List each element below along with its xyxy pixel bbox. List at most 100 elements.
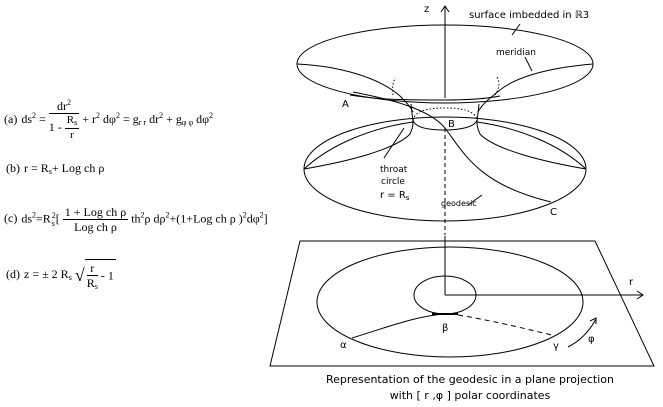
- upper-meridian-right: [477, 63, 594, 113]
- throat-side-right: [476, 103, 480, 123]
- term: ρ dρ: [144, 211, 166, 226]
- meridian-pointer: [524, 56, 533, 72]
- caption-line-2: with [ r ,φ ] polar coordinates: [389, 389, 551, 402]
- projected-geodesic-dashed: [457, 314, 553, 336]
- exp: 2: [32, 210, 36, 220]
- phi-arrow: [567, 318, 597, 348]
- point-b-label: B: [448, 119, 455, 130]
- exp: 2: [242, 210, 247, 220]
- phi-arrowhead: [589, 317, 597, 324]
- throat-pointer: [383, 127, 405, 159]
- term: + r: [82, 111, 97, 126]
- eq-c-tag: (c): [4, 211, 18, 226]
- phi-label: φ: [588, 334, 595, 345]
- sub: s: [94, 282, 98, 291]
- den-pre: 1 -: [48, 119, 62, 134]
- geodesic-curve: [352, 91, 552, 203]
- bracket: [: [55, 211, 60, 226]
- eq-a-lhs: ds: [21, 111, 32, 126]
- outer-circle: [316, 246, 584, 358]
- sub: φ φ: [181, 117, 194, 127]
- term: dφ: [246, 211, 260, 226]
- upper-front-edge: [349, 94, 501, 101]
- num: r: [86, 262, 98, 276]
- gamma-label: γ: [553, 341, 559, 352]
- g-rr: g: [132, 111, 139, 126]
- term: + Log ch ρ: [51, 161, 105, 175]
- sub: s: [48, 167, 52, 176]
- r-axis-arrow: [636, 290, 644, 300]
- meridian-label: meridian: [496, 48, 536, 58]
- z-axis-label: z: [424, 4, 429, 15]
- z-axis-arrow: [440, 5, 450, 13]
- sub: s: [51, 218, 55, 228]
- plus: +: [166, 111, 173, 126]
- term: dφ: [103, 111, 116, 126]
- upper-meridian-left: [296, 63, 414, 113]
- lower-meridian-right: [476, 121, 587, 170]
- geodesic-label: geodesic: [441, 199, 477, 208]
- exp: 2: [115, 110, 120, 120]
- term: z = ± 2 R: [24, 266, 69, 281]
- exp: 2: [140, 210, 145, 220]
- lower-back-left: [303, 121, 414, 170]
- exp: 2: [209, 110, 214, 120]
- throat-circle-back: [412, 107, 478, 121]
- throat-label-2: circle: [381, 177, 405, 187]
- bracket: ]: [263, 211, 268, 226]
- num: 1 + Log ch ρ: [62, 205, 129, 220]
- equation-b: (b) r = Rs+ Log ch ρ: [6, 162, 104, 176]
- exp: 2: [159, 110, 164, 120]
- equals: =: [122, 111, 130, 126]
- lower-meridian-left: [303, 121, 414, 170]
- exp: 2: [165, 210, 170, 220]
- term: +(1+Log ch ρ ): [169, 211, 243, 226]
- exp: 2: [51, 210, 56, 220]
- sub: r r: [138, 117, 147, 127]
- rs: R: [66, 114, 75, 126]
- projected-geodesic-front: [351, 313, 446, 339]
- caption: Representation of the geodesic in a plan…: [270, 372, 663, 404]
- lower-back-right: [476, 121, 587, 170]
- term: dφ: [196, 111, 210, 126]
- term: dr: [149, 111, 160, 126]
- term: - 1: [100, 268, 114, 283]
- den: R: [86, 276, 95, 290]
- caption-line-1: Representation of the geodesic in a plan…: [326, 373, 614, 386]
- point-c-label: C: [550, 207, 557, 218]
- projection-plane: [269, 240, 655, 367]
- sub: s: [68, 272, 72, 282]
- hidden-right: [494, 75, 500, 96]
- point-a-label: A: [342, 99, 349, 110]
- throat-label-1: throat: [380, 165, 408, 175]
- r-axis-label: r: [629, 277, 634, 288]
- exp: 2: [32, 110, 36, 120]
- den: Log ch ρ: [74, 220, 117, 234]
- eq-a-tag: (a): [4, 111, 18, 126]
- sqrt-sign: √: [74, 265, 85, 285]
- exp: 2: [67, 98, 72, 107]
- throat-circle-front: [412, 119, 478, 131]
- surface-label: surface imbedded in ℝ3: [469, 10, 589, 21]
- term: =R: [36, 211, 51, 226]
- num: dr: [57, 99, 68, 113]
- eq-d-tag: (d): [6, 266, 20, 281]
- eq-b-tag: (b): [6, 161, 20, 175]
- exp: 2: [96, 110, 101, 120]
- term: r = R: [24, 161, 49, 175]
- sub: s: [74, 118, 78, 127]
- throat-label-3: r = Rs: [380, 190, 410, 202]
- beta-label: β: [442, 323, 448, 334]
- exp: 2: [259, 210, 264, 220]
- surface-pointer: [511, 23, 521, 36]
- r: r: [70, 129, 74, 141]
- term: ds: [21, 211, 32, 226]
